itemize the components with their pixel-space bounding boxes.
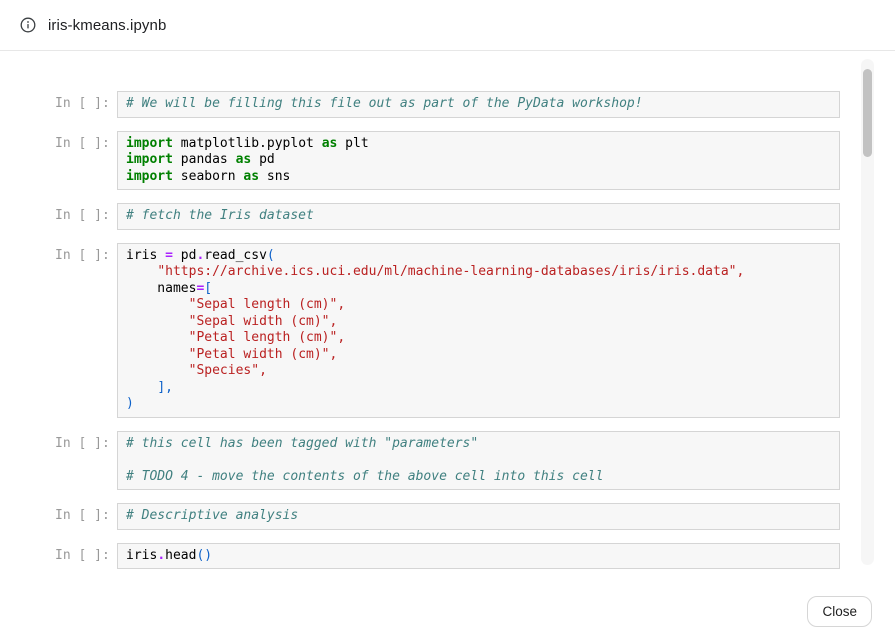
info-icon — [20, 17, 36, 33]
close-button[interactable]: Close — [807, 596, 872, 627]
notebook-cells: In [ ]: # We will be filling this file ou… — [55, 91, 840, 569]
cell-code: # We will be filling this file out as pa… — [117, 91, 840, 118]
cell-code: # this cell has been tagged with "parame… — [117, 430, 840, 490]
cell-code: iris.head() — [117, 542, 840, 569]
cell-prompt: In [ ]: — [55, 247, 110, 263]
notebook-cell: In [ ]: iris.head() — [55, 542, 840, 569]
cell-prompt: In [ ]: — [55, 435, 110, 451]
cell-prompt: In [ ]: — [55, 96, 110, 111]
notebook-scroll-area[interactable]: In [ ]: # We will be filling this file ou… — [0, 51, 895, 575]
cell-prompt: In [ ]: — [55, 508, 110, 523]
cell-prompt: In [ ]: — [55, 547, 110, 563]
scrollbar-thumb[interactable] — [863, 69, 872, 157]
page-title: iris-kmeans.ipynb — [48, 16, 167, 34]
modal-footer: Close — [807, 596, 872, 627]
cell-code: # Descriptive analysis — [117, 503, 840, 530]
notebook-cell: In [ ]: # this cell has been tagged with … — [55, 430, 840, 490]
cell-prompt: In [ ]: — [55, 135, 110, 151]
notebook-cell: In [ ]: # Descriptive analysis — [55, 503, 840, 530]
cell-code: iris = pd.read_csv( "https://archive.ics… — [117, 242, 840, 418]
modal-header: iris-kmeans.ipynb — [0, 0, 895, 51]
scrollbar-track[interactable] — [861, 59, 874, 565]
notebook-cell: In [ ]: # We will be filling this file ou… — [55, 91, 840, 118]
cell-code: # fetch the Iris dataset — [117, 203, 840, 230]
notebook-cell: In [ ]: # fetch the Iris dataset — [55, 203, 840, 230]
cell-prompt: In [ ]: — [55, 208, 110, 223]
notebook-cell: In [ ]: iris = pd.read_csv( "https://arch… — [55, 242, 840, 418]
